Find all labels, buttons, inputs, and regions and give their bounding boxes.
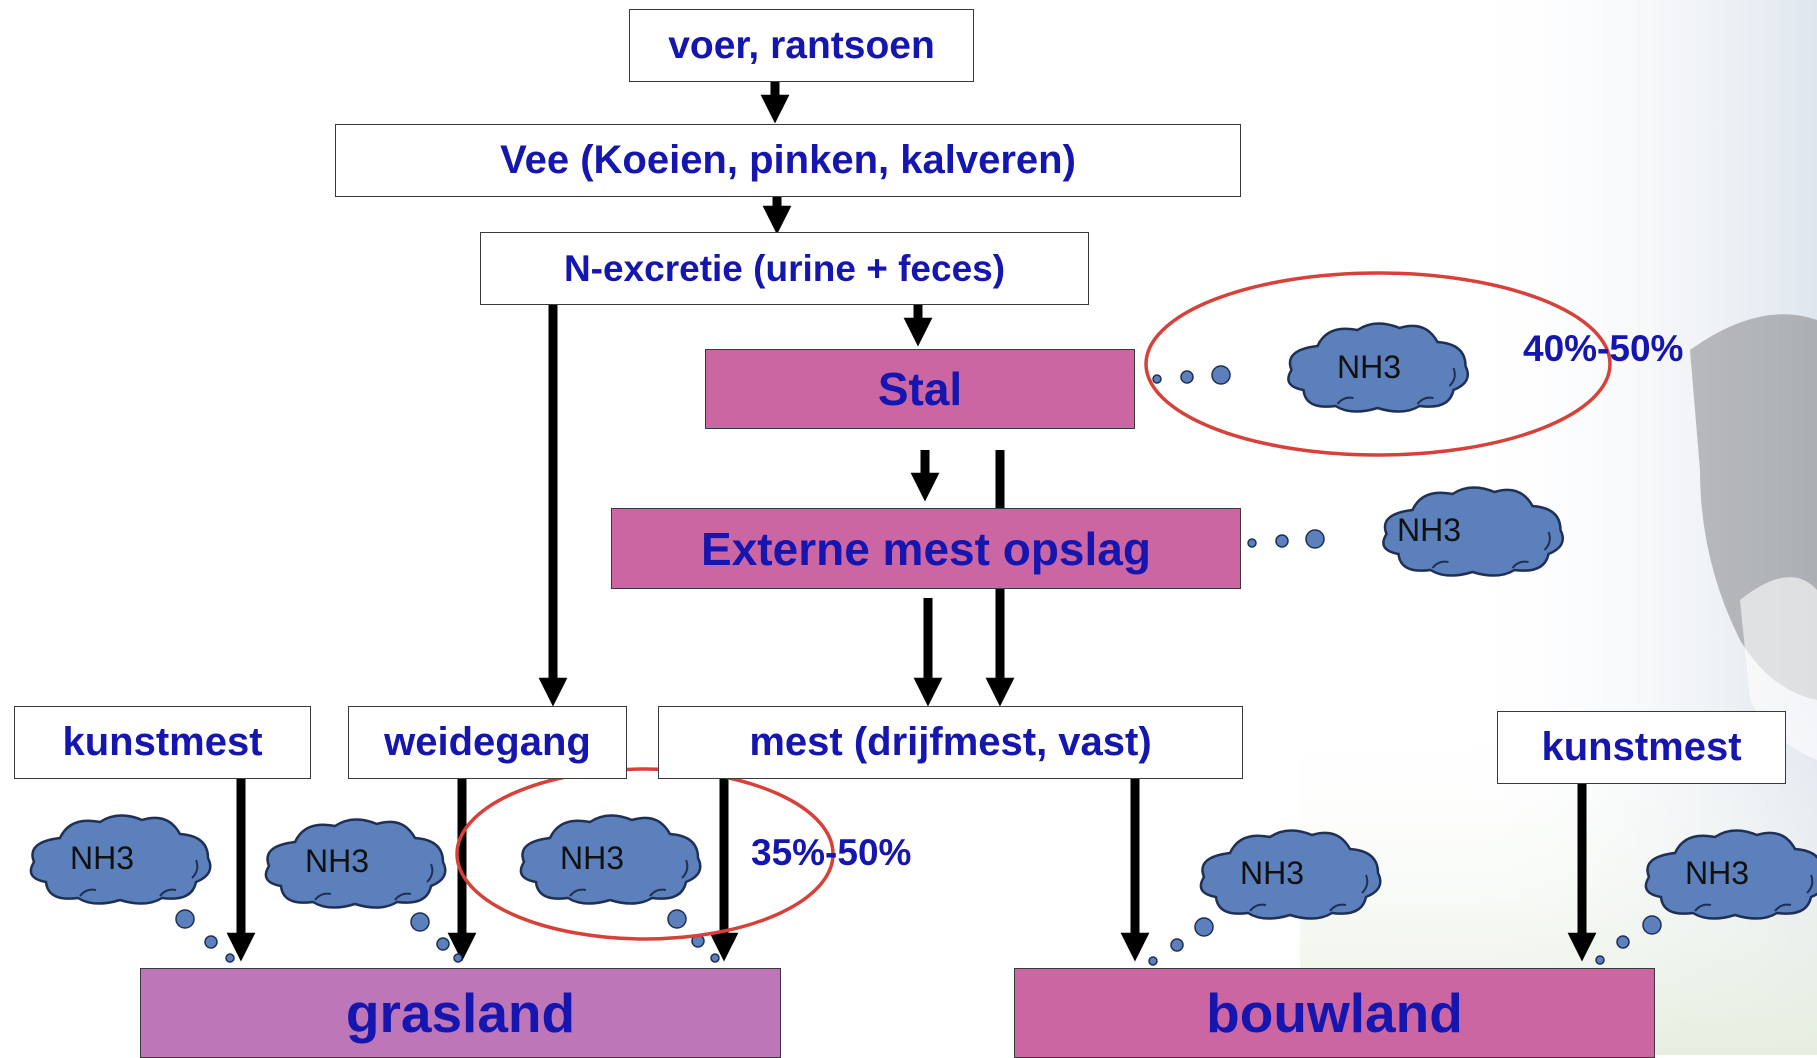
node-bouwland: bouwland bbox=[1014, 968, 1655, 1058]
highlight-ellipse-stal bbox=[1144, 271, 1612, 457]
flow-arrows bbox=[226, 82, 1597, 962]
nh3-cloud-externe: NH3 bbox=[1381, 485, 1565, 578]
percentage-stal: 40%-50% bbox=[1523, 328, 1684, 369]
svg-text:NH3: NH3 bbox=[1240, 855, 1304, 891]
emission-clouds: NH3 NH3 NH3 NH3 NH3 NH3 NH3 bbox=[29, 321, 1817, 920]
svg-text:NH3: NH3 bbox=[1685, 855, 1749, 891]
svg-text:NH3: NH3 bbox=[560, 840, 624, 876]
node-n-excretie: N-excretie (urine + feces) bbox=[480, 232, 1089, 305]
svg-text:NH3: NH3 bbox=[1337, 349, 1401, 385]
highlight-ellipse-weidegang bbox=[455, 767, 835, 941]
svg-text:NH3: NH3 bbox=[305, 843, 369, 879]
highlight-ellipses bbox=[455, 271, 1612, 941]
emission-dots bbox=[175, 365, 1662, 966]
node-weidegang: weidegang bbox=[348, 706, 627, 779]
node-mest: mest (drijfmest, vast) bbox=[658, 706, 1243, 779]
percentage-weidegang: 35%-50% bbox=[751, 832, 912, 873]
nh3-cloud-weidegang: NH3 bbox=[264, 818, 447, 909]
node-kunstmest-right: kunstmest bbox=[1497, 711, 1786, 784]
node-grasland: grasland bbox=[140, 968, 781, 1058]
node-kunstmest-left: kunstmest bbox=[14, 706, 311, 779]
nh3-cloud-kunstmest-left: NH3 bbox=[29, 814, 212, 905]
nh3-cloud-stal: NH3 bbox=[1286, 321, 1470, 414]
node-stal: Stal bbox=[705, 349, 1135, 429]
svg-text:NH3: NH3 bbox=[70, 840, 134, 876]
nh3-cloud-mest-bouwland: NH3 bbox=[1199, 829, 1382, 920]
node-externe-mest-opslag: Externe mest opslag bbox=[611, 508, 1241, 589]
node-voer-rantsoen: voer, rantsoen bbox=[629, 9, 974, 82]
nh3-cloud-kunstmest-right: NH3 bbox=[1644, 829, 1817, 920]
node-vee: Vee (Koeien, pinken, kalveren) bbox=[335, 124, 1241, 197]
nh3-cloud-mest-grasland: NH3 bbox=[519, 814, 702, 905]
svg-text:NH3: NH3 bbox=[1397, 512, 1461, 548]
